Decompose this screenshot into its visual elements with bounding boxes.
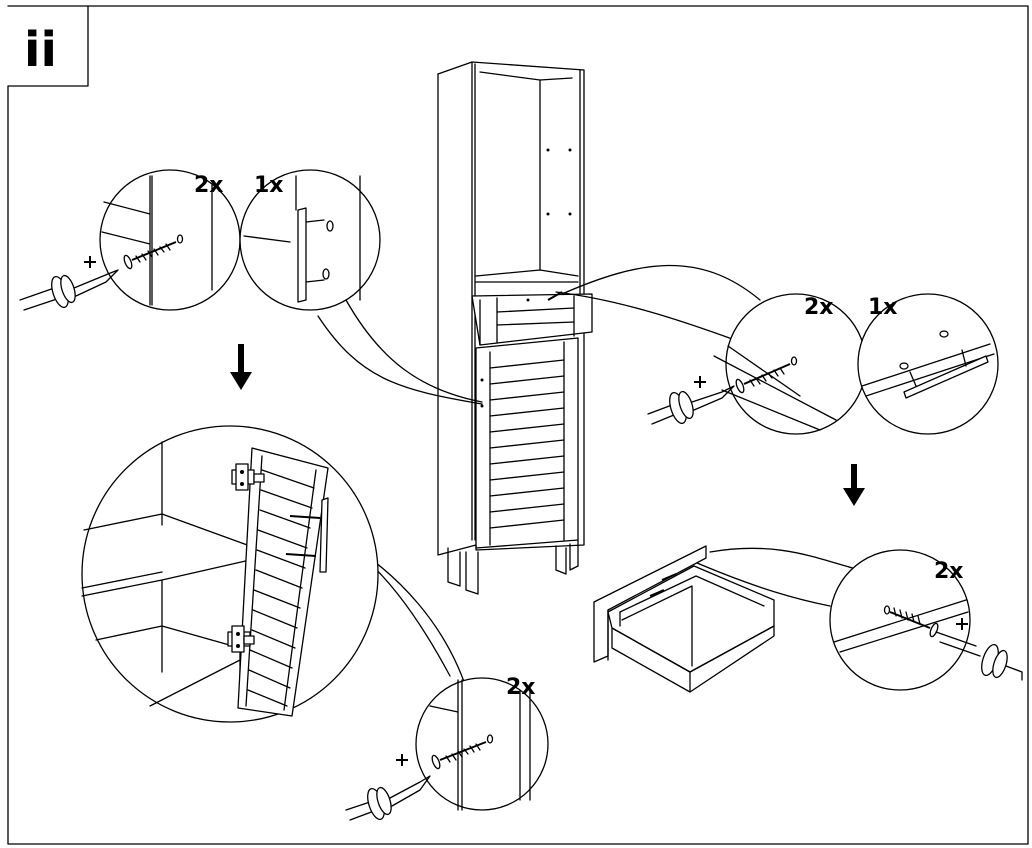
callout-count-door-screws: 2x: [506, 675, 536, 700]
detail-drawer-box-screws: 2x: [829, 549, 971, 691]
detail-door-hinges: [81, 425, 379, 723]
screw-icon: [431, 734, 494, 770]
handle-icon: [297, 207, 334, 303]
detail-handle-right: 1x: [857, 293, 999, 435]
handle-icon: [899, 330, 989, 399]
arrow-down-icon: [843, 464, 865, 506]
screw-icon: [735, 356, 798, 394]
callout-count-drawer-screws: 2x: [934, 559, 964, 584]
callout-count-right-screws: 2x: [804, 295, 834, 320]
screwdriver-icon: [647, 376, 735, 425]
detail-handle: 1x: [239, 169, 381, 311]
screw-icon: [883, 605, 939, 638]
screwdriver-icon: [19, 256, 119, 311]
detail-door-handle-screws: 2x: [415, 675, 549, 811]
callout-count-handle: 1x: [254, 173, 284, 198]
step-label: ii: [24, 22, 57, 78]
tall-cabinet: [437, 61, 593, 595]
step-frame: ii: [7, 5, 1029, 845]
arrow-down-icon: [230, 344, 252, 390]
screwdriver-icon: [935, 618, 1023, 681]
hinge-icon: [231, 463, 265, 491]
detail-drawer-screws-right: 2x: [713, 293, 867, 435]
callout-count-screws: 2x: [194, 173, 224, 198]
detail-drawer-front-screws: 2x: [99, 169, 241, 311]
callout-count-right-handle: 1x: [868, 295, 898, 320]
screwdriver-icon: [345, 754, 431, 821]
hinge-icon: [227, 625, 255, 653]
drawer-box: [593, 545, 775, 693]
screw-icon: [123, 234, 184, 270]
